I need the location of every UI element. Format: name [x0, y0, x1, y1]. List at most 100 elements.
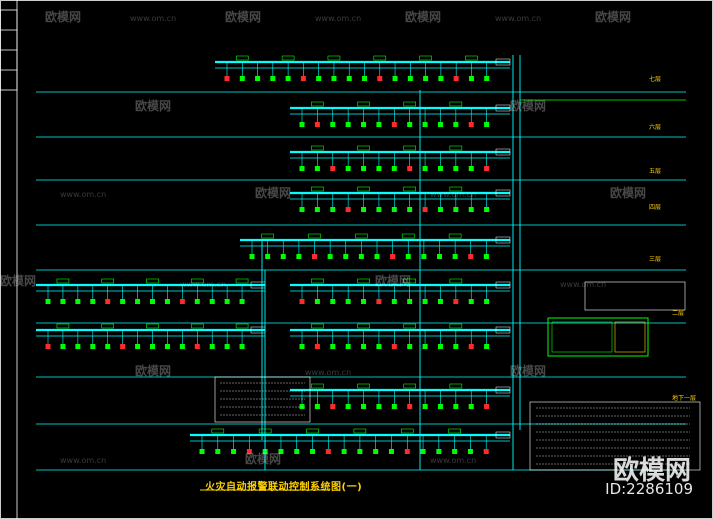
device-icon — [422, 207, 428, 212]
device-icon — [265, 254, 271, 259]
watermark-logo: 欧模网 — [405, 10, 442, 24]
module-icon — [327, 55, 341, 61]
module-icon — [448, 233, 462, 239]
device-icon — [105, 344, 111, 349]
device-icon — [164, 344, 170, 349]
module-icon — [311, 323, 324, 329]
device-icon — [437, 207, 443, 212]
module-icon — [357, 278, 370, 284]
device-icon — [453, 404, 459, 409]
riser-tag-icon — [495, 386, 511, 394]
device-icon — [345, 344, 351, 349]
watermark-logo: 欧模网 — [595, 10, 632, 24]
device-icon — [437, 344, 443, 349]
riser-tag-icon — [495, 326, 511, 334]
device-icon — [407, 344, 413, 349]
device-icon — [330, 122, 336, 127]
module-icon — [449, 323, 463, 329]
watermark-url: www.om.cn — [305, 368, 352, 377]
module-icon — [261, 233, 274, 239]
device-icon — [377, 76, 383, 81]
device-icon — [60, 299, 66, 304]
device-icon — [484, 404, 490, 409]
riser-tag-icon — [495, 58, 511, 66]
riser-tag-icon — [495, 281, 511, 289]
device-icon — [407, 299, 413, 304]
module-icon — [373, 55, 387, 61]
module-icon — [311, 186, 324, 192]
device-icon — [299, 166, 305, 171]
floor-label-4: 四层 — [649, 204, 662, 211]
device-icon — [405, 254, 411, 259]
device-icon — [452, 254, 458, 259]
device-icon — [285, 76, 291, 81]
device-icon — [484, 166, 490, 171]
device-icon — [484, 76, 490, 81]
device-icon — [345, 299, 351, 304]
device-icon — [422, 122, 428, 127]
module-icon — [56, 278, 70, 284]
controller-box — [547, 317, 649, 357]
device-icon — [239, 299, 245, 304]
device-icon — [484, 344, 490, 349]
device-icon — [314, 207, 320, 212]
device-icon — [484, 299, 490, 304]
module-icon — [190, 323, 204, 329]
device-icon — [468, 404, 474, 409]
device-icon — [376, 299, 382, 304]
device-icon — [239, 76, 245, 81]
device-icon — [468, 76, 474, 81]
watermark-logo: 欧模网 — [0, 274, 37, 288]
controller-panel — [551, 321, 613, 353]
cable-note-box — [214, 376, 311, 423]
device-icon — [346, 76, 352, 81]
device-icon — [391, 122, 397, 127]
device-icon — [376, 166, 382, 171]
module-icon — [306, 428, 319, 434]
device-icon — [421, 254, 427, 259]
module-icon — [449, 101, 463, 107]
device-icon — [407, 404, 413, 409]
device-icon — [45, 344, 51, 349]
module-icon — [357, 101, 370, 107]
device-icon — [327, 254, 333, 259]
device-icon — [150, 344, 155, 349]
device-icon — [422, 404, 428, 409]
device-icon — [422, 344, 428, 349]
watermark-url: www.om.cn — [430, 456, 477, 465]
watermark-logo: 欧模网 — [245, 452, 282, 466]
legend-block — [200, 281, 701, 491]
device-icon — [361, 344, 367, 349]
device-icon — [361, 122, 367, 127]
watermark-logo: 欧模网 — [510, 364, 547, 378]
floor-label-3: 三层 — [649, 256, 662, 263]
device-icon — [299, 344, 305, 349]
device-icon — [179, 344, 185, 349]
drawing-id: ID:2286109 — [605, 480, 693, 498]
device-icon — [422, 299, 428, 304]
device-icon — [437, 299, 443, 304]
module-icon — [146, 323, 159, 329]
device-icon — [467, 449, 473, 454]
cable-note-box — [529, 401, 701, 471]
riser-tag-icon — [495, 431, 511, 439]
device-icon — [358, 254, 364, 259]
note-box — [584, 281, 686, 311]
device-icon — [231, 449, 237, 454]
device-icon — [468, 122, 474, 127]
device-icon — [299, 404, 305, 409]
device-icon — [437, 404, 443, 409]
device-icon — [45, 299, 51, 304]
module-icon — [311, 145, 324, 151]
watermark-logo: 欧模网 — [135, 99, 172, 113]
module-icon — [308, 233, 321, 239]
device-icon — [179, 299, 185, 304]
module-icon — [146, 278, 159, 284]
device-icon — [75, 299, 81, 304]
device-icon — [270, 76, 276, 81]
floor-label-b1: 地下一层 — [672, 395, 697, 402]
device-icon — [422, 166, 428, 171]
module-icon — [419, 55, 432, 61]
device-icon — [437, 122, 443, 127]
